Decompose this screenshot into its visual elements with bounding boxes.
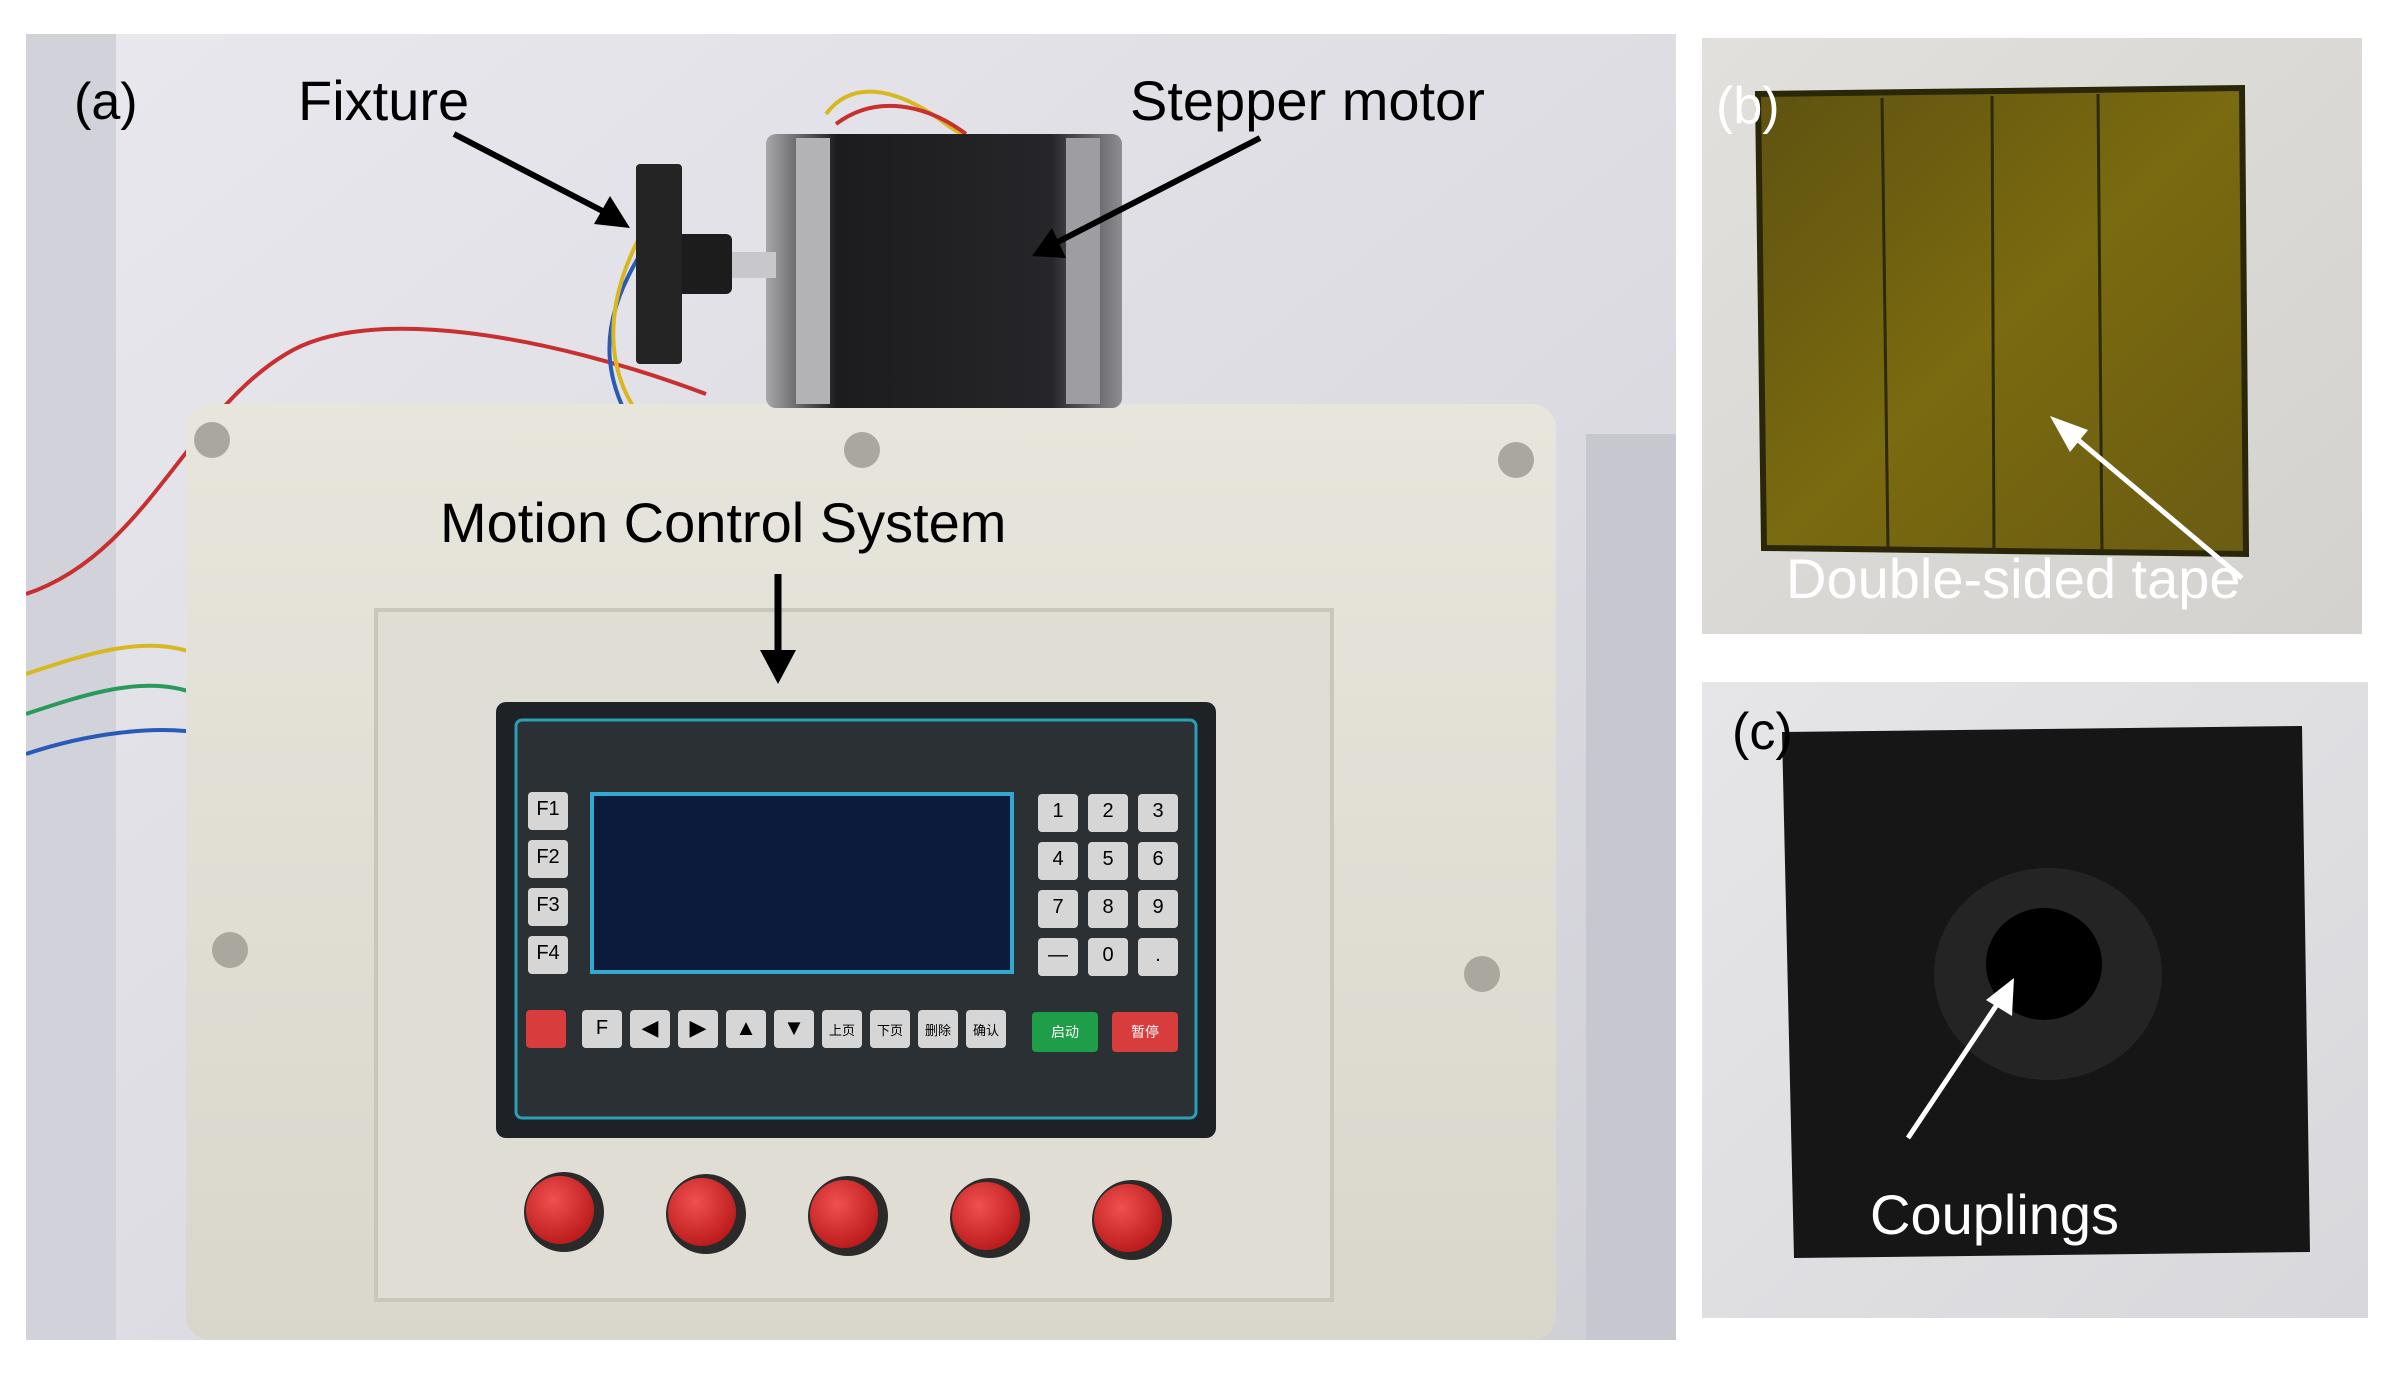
- key-8: 8: [1102, 896, 1114, 918]
- panel-b: (b) Double-sided tape: [1702, 38, 2362, 634]
- panel-a-label: (a): [74, 73, 138, 131]
- panel-a-photo: [26, 34, 1676, 1340]
- key-f3: F3: [536, 894, 560, 916]
- key-page-down: 下页: [876, 1023, 903, 1038]
- key-f1: F1: [536, 798, 560, 820]
- key-minus: —: [1048, 944, 1068, 966]
- couplings-annotation: Couplings: [1870, 1183, 2120, 1246]
- key-5: 5: [1102, 848, 1114, 870]
- right-arrow-icon: ▶: [689, 1015, 707, 1040]
- key-1: 1: [1052, 800, 1064, 822]
- key-f2: F2: [536, 846, 560, 868]
- key-2: 2: [1102, 800, 1114, 822]
- key-3: 3: [1152, 800, 1164, 822]
- key-page-up: 上页: [828, 1023, 855, 1038]
- down-arrow-icon: ▼: [783, 1015, 805, 1040]
- key-stop: 暂停: [1131, 1024, 1159, 1040]
- key-f4: F4: [536, 942, 560, 964]
- panel-b-photo: [1702, 38, 2362, 634]
- panel-c-label: (c): [1732, 703, 1793, 761]
- key-dot: .: [1155, 944, 1161, 966]
- key-start: 启动: [1051, 1024, 1079, 1040]
- stepper-motor-annotation: Stepper motor: [1130, 69, 1485, 132]
- key-delete: 删除: [924, 1023, 951, 1038]
- fixture-annotation: Fixture: [298, 69, 470, 132]
- left-arrow-icon: ◀: [641, 1015, 659, 1040]
- key-confirm: 确认: [972, 1023, 999, 1038]
- key-7: 7: [1052, 896, 1064, 918]
- motion-control-system-annotation: Motion Control System: [440, 491, 1007, 554]
- double-sided-tape-annotation: Double-sided tape: [1786, 547, 2241, 610]
- panel-c: (c) Couplings: [1702, 682, 2368, 1318]
- panel-a: (a) Fixture Stepper motor Motion Control…: [26, 34, 1676, 1340]
- key-4: 4: [1052, 848, 1064, 870]
- up-arrow-icon: ▲: [735, 1015, 757, 1040]
- panel-c-photo: [1702, 682, 2368, 1318]
- key-6: 6: [1152, 848, 1164, 870]
- panel-b-label: (b): [1716, 77, 1780, 135]
- key-f: F: [595, 1017, 609, 1039]
- key-0: 0: [1102, 944, 1114, 966]
- key-9: 9: [1152, 896, 1164, 918]
